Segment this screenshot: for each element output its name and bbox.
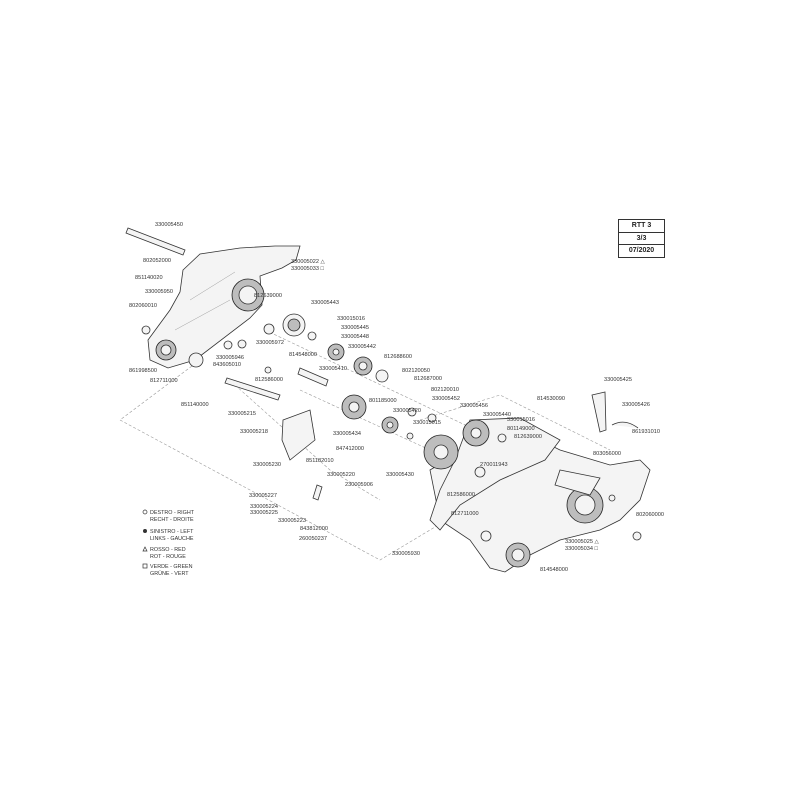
part-label: 330005972 (256, 340, 284, 346)
part-label: 802060010 (129, 303, 157, 309)
gasket (429, 417, 561, 531)
part-label: 330005946 (216, 355, 244, 361)
part-label: 330005443 (311, 300, 339, 306)
legend-label: RECHT - DROITE (150, 517, 194, 523)
part-label: 330005442 (348, 344, 376, 350)
legend-label: VERDE - GREEN (150, 564, 193, 570)
part-label: 861931010 (632, 429, 660, 435)
part-label: 330005022 △ (291, 259, 326, 265)
part-label: 330005025 △ (565, 539, 600, 545)
part-label: 330005434 (333, 431, 361, 437)
part-label: 802060000 (636, 512, 664, 518)
part-label: 230005906 (345, 482, 373, 488)
part-label: 330005440 (483, 412, 511, 418)
part-label: 843605010 (213, 362, 241, 368)
part-label: 812688600 (384, 354, 412, 360)
part-label: 330005227 (249, 493, 277, 499)
part-label: 847412000 (336, 446, 364, 452)
part-label: 812639000 (514, 434, 542, 440)
legend-label: ROT - ROUGE (150, 554, 186, 560)
part-label: 330005033 □ (291, 266, 325, 272)
part-label: 330005220 (327, 472, 355, 478)
part-label: 330005456 (460, 403, 488, 409)
part-label: 330015015 (413, 420, 441, 426)
part-label: 814530090 (537, 396, 565, 402)
legend-label: SINISTRO - LEFT (150, 529, 194, 535)
left-casing (147, 245, 301, 369)
part-label: 330005426 (622, 402, 650, 408)
part-label: 260050237 (299, 536, 327, 542)
part-label: 330005930 (392, 551, 420, 557)
part-label: 801149000 (507, 426, 535, 432)
model-name: RTT 3 (619, 220, 664, 233)
legend-label: LINKS - GAUCHE (150, 536, 194, 542)
part-label: 814548000 (289, 352, 317, 358)
part-label: 861998500 (129, 368, 157, 374)
part-label: 330005448 (341, 334, 369, 340)
legend-label: GRÜNE - VERT (150, 570, 189, 577)
square-icon (142, 563, 148, 569)
part-label: 802120050 (402, 368, 430, 374)
circle-open-icon (142, 509, 148, 515)
part-label: 802052000 (143, 258, 171, 264)
part-label: 812711000 (150, 378, 178, 384)
part-label: 330005452 (432, 396, 460, 402)
part-label: 801185000 (369, 398, 397, 404)
part-label: 803056000 (593, 451, 621, 457)
revision-date: 07/2020 (628, 247, 655, 254)
part-label: 330005950 (145, 289, 173, 295)
part-label: 851182010 (306, 458, 334, 464)
part-label: 802120010 (431, 387, 459, 393)
part-label: 851140020 (135, 275, 163, 281)
part-label: 330005223 (278, 518, 306, 524)
part-label: 812639000 (254, 293, 282, 299)
part-label: 330015016 (337, 316, 365, 322)
part-label: 330005445 (341, 325, 369, 331)
part-label: 851140000 (181, 402, 209, 408)
input-shaft (125, 227, 186, 256)
part-label: 330005410 (319, 366, 347, 372)
part-label: 843812000 (300, 526, 328, 532)
part-label: 270011943 (480, 462, 508, 468)
gear-components (141, 313, 642, 542)
part-label: 812687000 (414, 376, 442, 382)
title-block: RTT 3 3/3 07/2020 (618, 219, 665, 258)
circle-filled-icon (143, 529, 147, 533)
part-label: 330015016 (507, 417, 535, 423)
part-label: 812586000 (447, 492, 475, 498)
legend-label: ROSSO - RED (150, 547, 186, 553)
legend: DESTRO - RIGHT RECHT - DROITE SINISTRO -… (142, 509, 195, 577)
part-number-labels: 330005450 802052000 851140020 330005950 … (129, 222, 664, 573)
part-label: 330005450 (155, 222, 183, 228)
legend-label: DESTRO - RIGHT (150, 510, 195, 516)
part-label: 330005420 (393, 408, 421, 414)
part-label: 330005034 □ (565, 546, 599, 552)
triangle-icon (142, 546, 148, 552)
part-label: 814548000 (540, 567, 568, 573)
page-number: 3/3 (619, 233, 664, 245)
part-label: 330005215 (228, 411, 256, 417)
part-label: 330005225 (250, 510, 278, 516)
part-label: 330005218 (240, 429, 268, 435)
part-label: 812586000 (255, 377, 283, 383)
part-label: 330005230 (253, 462, 281, 468)
part-label: 330005425 (604, 377, 632, 383)
part-label: 330005430 (386, 472, 414, 478)
part-label: 812711000 (451, 511, 479, 517)
part-label: 330005224 (250, 504, 278, 510)
